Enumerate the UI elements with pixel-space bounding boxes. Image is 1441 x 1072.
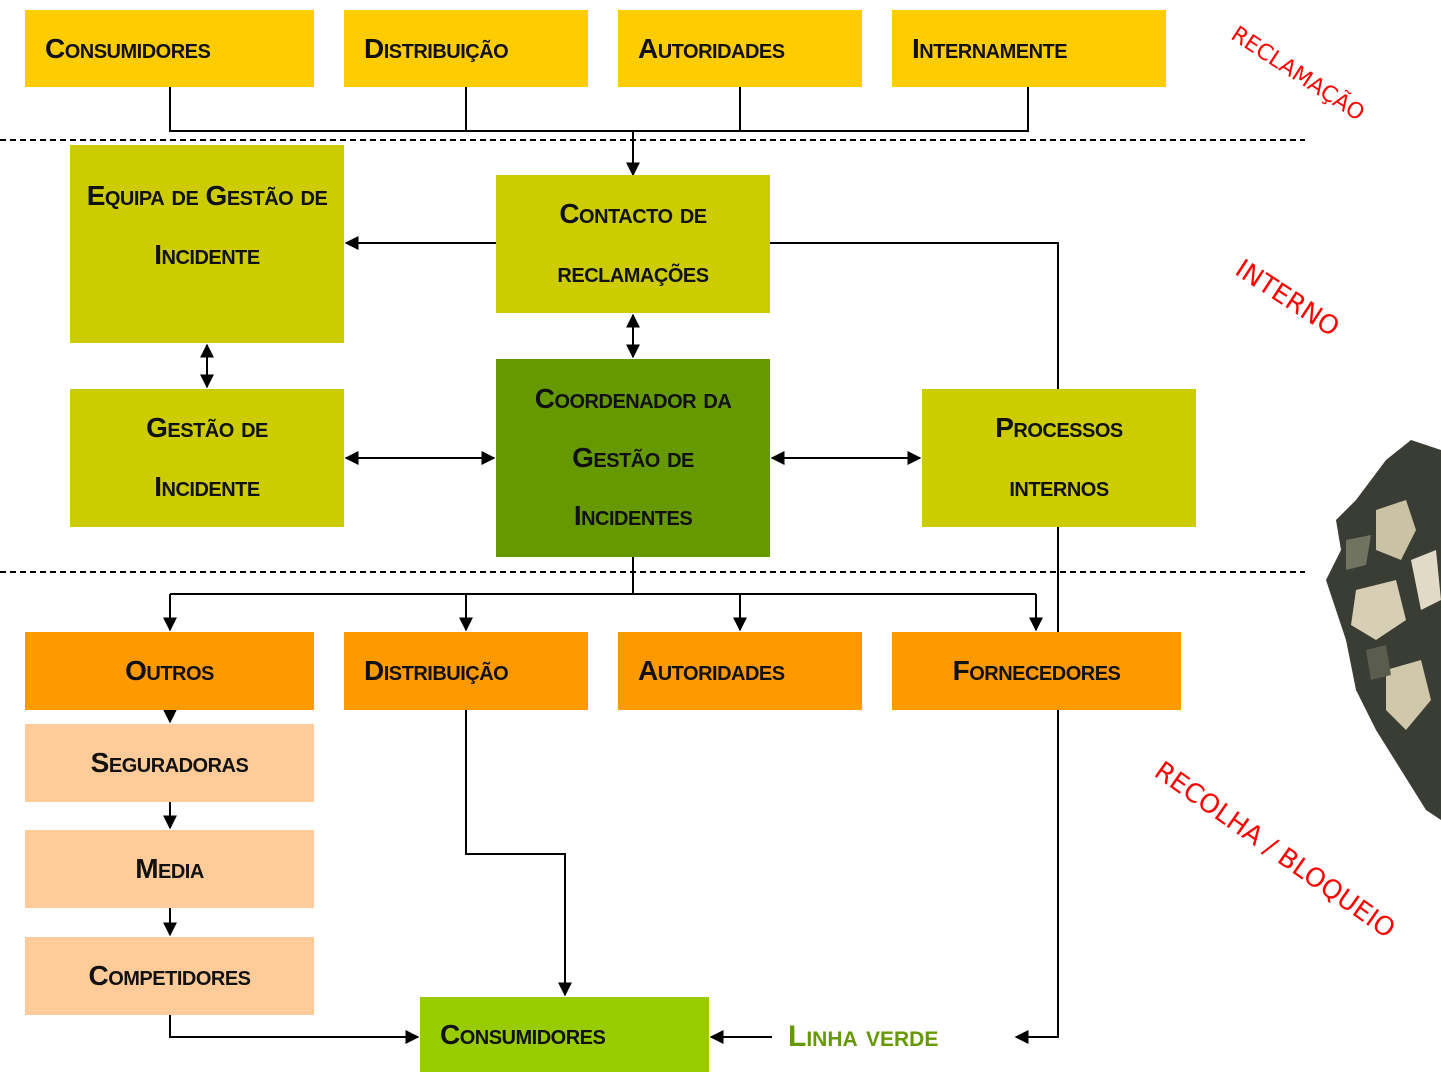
linha-verde-label: Linha verde (788, 1020, 939, 1053)
media-box: Media (25, 830, 314, 908)
reclamacao-label: RECLAMAÇÃO (1226, 22, 1369, 127)
equipa-gestao-incidente-box: Equipa de Gestão de Incidente (70, 145, 344, 343)
outros-box: Outros (25, 632, 314, 710)
final-consumidores-label: Consumidores (440, 1018, 606, 1050)
top-internamente-box: Internamente (892, 10, 1166, 87)
top-consumidores-box: Consumidores (25, 10, 314, 87)
gestao-incidente-label: Gestão de Incidente (146, 412, 268, 502)
fornecedores-box: Fornecedores (892, 632, 1181, 710)
bottom-distribuicao-box: Distribuição (344, 632, 588, 710)
decorative-figure-image (1326, 440, 1441, 820)
gestao-incidente-box: Gestão de Incidente (70, 389, 344, 527)
coordenador-box: Coordenador da Gestão de Incidentes (496, 359, 770, 557)
top-autoridades-label: Autoridades (638, 32, 785, 64)
top-distribuicao-box: Distribuição (344, 10, 588, 87)
outros-label: Outros (125, 655, 214, 687)
competidores-label: Competidores (88, 960, 251, 992)
coordenador-label: Coordenador da Gestão de Incidentes (534, 382, 732, 532)
interno-label: INTERNO (1229, 254, 1345, 344)
media-label: Media (135, 853, 204, 885)
contacto-reclamacoes-label: Contacto de reclamações (557, 198, 709, 288)
processos-internos-box: Processos internos (922, 389, 1196, 527)
top-autoridades-box: Autoridades (618, 10, 862, 87)
bottom-autoridades-box: Autoridades (618, 632, 862, 710)
equipa-gestao-incidente-label: Equipa de Gestão de Incidente (86, 180, 328, 270)
contacto-reclamacoes-box: Contacto de reclamações (496, 175, 770, 313)
top-internamente-label: Internamente (912, 32, 1068, 64)
seguradoras-box: Seguradoras (25, 724, 314, 802)
bottom-autoridades-label: Autoridades (638, 655, 785, 687)
final-consumidores-box: Consumidores (420, 997, 709, 1072)
bottom-distribuicao-label: Distribuição (364, 655, 509, 687)
processos-internos-label: Processos internos (995, 412, 1123, 502)
top-distribuicao-label: Distribuição (364, 32, 509, 64)
competidores-box: Competidores (25, 937, 314, 1015)
fornecedores-label: Fornecedores (952, 655, 1121, 687)
top-consumidores-label: Consumidores (45, 32, 211, 64)
seguradoras-label: Seguradoras (90, 747, 249, 779)
